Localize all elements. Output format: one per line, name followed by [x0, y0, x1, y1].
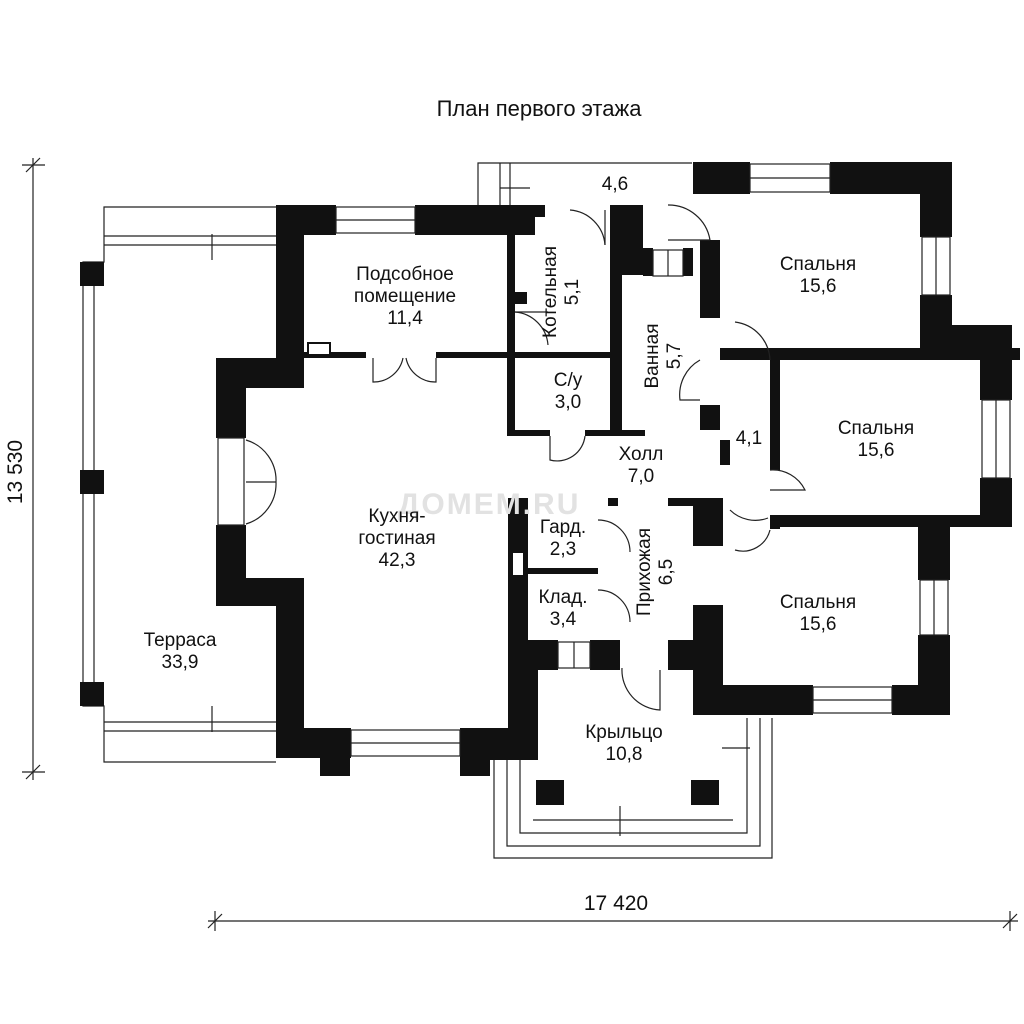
room-area: 5,7 — [664, 342, 685, 370]
terrace-outline — [82, 206, 276, 763]
room-name: Клад. — [538, 587, 588, 608]
top-corridor-outline — [477, 162, 692, 207]
room-area: 2,3 — [549, 539, 577, 560]
room-name: Прихожая — [634, 527, 655, 617]
room-area: 42,3 — [378, 550, 416, 571]
room-name: помещение — [353, 286, 457, 307]
room-bedroom-1: Спальня 15,6 — [728, 254, 908, 298]
room-bedroom-2: Спальня 15,6 — [786, 418, 966, 462]
room-area: 3,0 — [554, 392, 582, 413]
room-name: Холл — [618, 444, 664, 465]
room-utility: Подсобное помещение 11,4 — [315, 264, 495, 330]
room-name: Спальня — [779, 592, 857, 613]
room-name: Крыльцо — [585, 722, 663, 743]
porch-outline — [493, 718, 773, 859]
room-area: 33,9 — [161, 652, 199, 673]
windows — [217, 163, 1011, 757]
dimension-lines — [22, 157, 1018, 931]
room-name: Котельная — [540, 246, 561, 338]
room-area: 11,4 — [387, 308, 423, 329]
room-bedroom-3: Спальня 15,6 — [728, 592, 908, 636]
room-area: 6,5 — [656, 558, 677, 586]
room-area: 15,6 — [799, 276, 837, 297]
room-name: Кухня- — [368, 506, 426, 527]
room-name: Терраса — [143, 630, 217, 651]
width-dimension: 17 420 — [583, 892, 649, 915]
room-wc: С/у 3,0 — [478, 370, 658, 414]
corridor-area-label: 4,6 — [601, 174, 629, 195]
room-terrace: Терраса 33,9 — [90, 630, 270, 674]
watermark: ДОМЕМ.RU — [398, 488, 581, 521]
room-storage: Клад. 3,4 — [473, 587, 653, 631]
room-boiler: Котельная 5,1 — [540, 246, 584, 338]
room-name: гостиная — [358, 528, 436, 549]
room-area: 15,6 — [799, 614, 837, 635]
room-area: 15,6 — [857, 440, 895, 461]
room-hall: Холл 7,0 — [551, 444, 731, 488]
walls — [216, 162, 1020, 805]
doors — [245, 204, 806, 711]
room-entry: Прихожая 6,5 — [634, 528, 678, 616]
room-name: Гард. — [539, 517, 587, 538]
room-area: 10,8 — [605, 744, 643, 765]
room-area: 7,0 — [627, 466, 655, 487]
room-name: Спальня — [837, 418, 915, 439]
hall-side-area-label: 4,1 — [735, 428, 763, 449]
terrace-posts — [80, 262, 104, 706]
shafts — [307, 342, 525, 577]
room-name: С/у — [553, 370, 583, 391]
room-name: Подсобное — [356, 264, 454, 285]
depth-dimension: 13 530 — [4, 439, 27, 505]
room-porch: Крыльцо 10,8 — [534, 722, 714, 766]
room-area: 5,1 — [562, 278, 583, 306]
room-kitchen: Кухня- гостиная 42,3 — [307, 506, 487, 572]
plan-title: План первого этажа — [436, 96, 642, 121]
room-name: Спальня — [779, 254, 857, 275]
room-area: 3,4 — [549, 609, 577, 630]
room-wardrobe: Гард. 2,3 — [473, 517, 653, 561]
